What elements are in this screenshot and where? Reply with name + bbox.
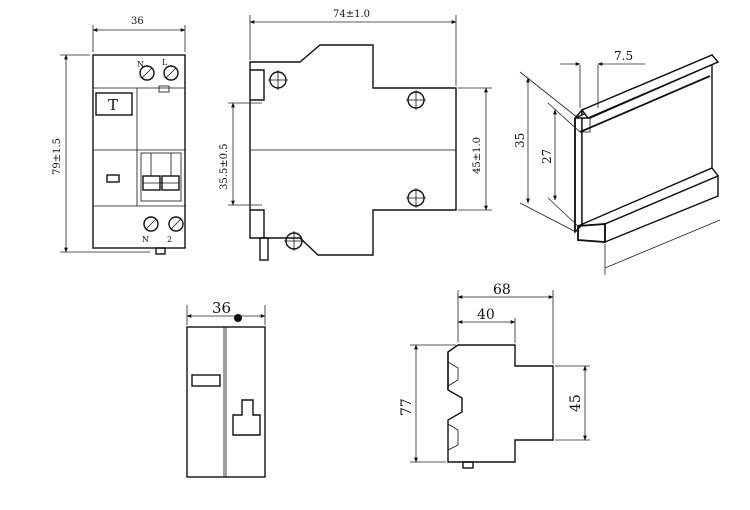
terminal-label-n-top: N	[137, 60, 144, 69]
bottom-side-right-height-dim: 45	[568, 394, 584, 412]
bottom-side-total-width-dim: 68	[493, 282, 511, 298]
side-screw-bottom-left-icon	[284, 231, 304, 251]
side-screw-top-left-icon	[268, 70, 288, 90]
bottom-terminal-n-icon	[143, 216, 159, 232]
side-view-pin	[259, 237, 269, 261]
bottom-terminal-2-icon	[168, 216, 184, 232]
front-height-dim: 79±1.5	[52, 138, 63, 175]
test-button-box	[95, 92, 133, 116]
bottom-front-window	[191, 374, 221, 387]
side-screw-bottom-right-icon	[406, 188, 426, 208]
toggle-block	[140, 152, 182, 202]
terminal-label-l-top: L	[162, 58, 168, 67]
side-screw-top-right-icon	[406, 90, 426, 110]
side-width-dim: 74±1.0	[333, 9, 370, 20]
bottom-side-pin	[462, 461, 474, 469]
front-view-bottom-tab	[155, 247, 166, 255]
front-width-dim: 36	[131, 16, 144, 27]
bottom-front-view: 36	[186, 299, 266, 478]
side-right-height-dim: 45±1.0	[472, 137, 483, 174]
terminal-label-n-bottom: N	[142, 235, 149, 244]
din-rail-view: 7.5 35 27	[513, 49, 721, 275]
bottom-side-height-dim: 77	[399, 398, 415, 416]
side-left-height-dim: 35.5±0.5	[219, 143, 230, 190]
rail-flange-dim: 7.5	[614, 49, 633, 63]
bottom-side-front-width-dim: 40	[477, 307, 495, 323]
side-view-outline	[249, 44, 457, 256]
bottom-side-outline	[447, 344, 554, 463]
front-view-outline	[92, 54, 186, 249]
top-terminal-l-icon	[163, 65, 179, 81]
rail-inner-height-dim: 27	[540, 149, 554, 164]
bottom-front-toggle	[232, 399, 261, 436]
bottom-front-width-dim: 36	[212, 299, 231, 317]
top-terminal-n-icon	[139, 65, 155, 81]
bottom-side-view: 68 40 77 45	[399, 282, 590, 469]
side-view: 74±1.0 35.5±0.5 45±1.0	[219, 9, 492, 261]
test-button-label: T	[108, 96, 118, 114]
front-view: N L T N 2 36 79±1.5	[52, 16, 186, 255]
indicator-window	[106, 174, 120, 183]
rail-outer-height-dim: 35	[513, 133, 527, 148]
terminal-label-2-bottom: 2	[167, 235, 172, 244]
